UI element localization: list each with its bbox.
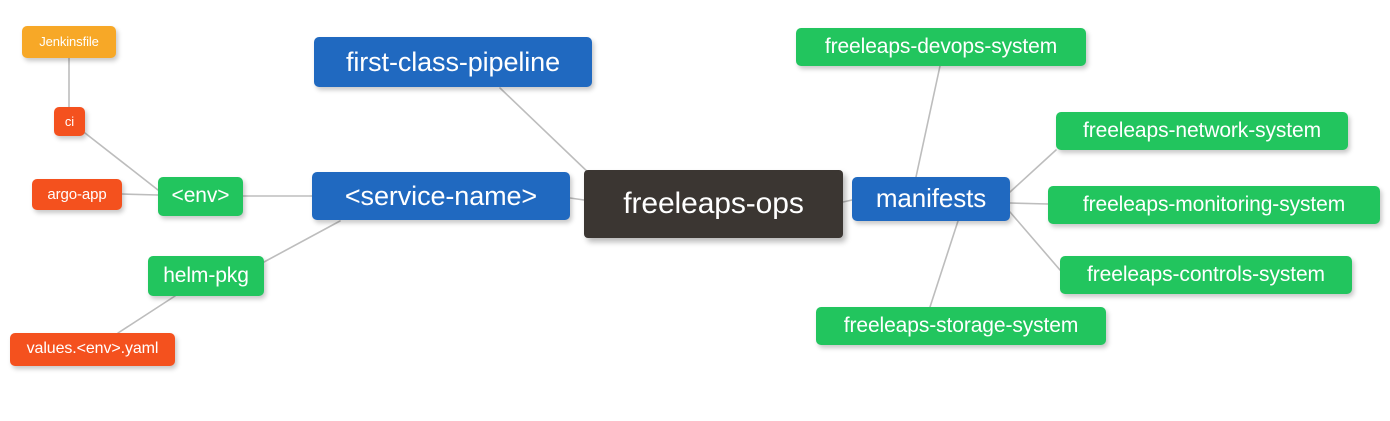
mindmap-node-freeleaps-ops[interactable]: freeleaps-ops xyxy=(584,170,843,238)
mindmap-node-label: <service-name> xyxy=(344,180,538,211)
edge-manifests-to-devops-system xyxy=(915,65,941,178)
mindmap-node-jenkinsfile[interactable]: Jenkinsfile xyxy=(22,26,116,58)
mindmap-node-devops-system[interactable]: freeleaps-devops-system xyxy=(796,28,1086,66)
mindmap-node-label: freeleaps-monitoring-system xyxy=(1082,192,1346,216)
edge-freeleaps-ops-to-manifests xyxy=(842,199,853,203)
edge-freeleaps-ops-to-service-name xyxy=(569,197,585,201)
edge-manifests-to-monitoring-system xyxy=(1009,202,1049,205)
mindmap-node-label: freeleaps-ops xyxy=(623,187,804,221)
edge-env-to-argo-app xyxy=(121,193,159,196)
mindmap-node-service-name[interactable]: <service-name> xyxy=(312,172,570,220)
mindmap-node-label: freeleaps-network-system xyxy=(1082,118,1321,142)
mindmap-node-label: argo-app xyxy=(47,185,107,203)
edge-service-name-to-helm-pkg xyxy=(263,220,341,263)
mindmap-node-manifests[interactable]: manifests xyxy=(852,177,1010,221)
mindmap-node-helm-pkg[interactable]: helm-pkg xyxy=(148,256,264,296)
mindmap-node-env[interactable]: <env> xyxy=(158,177,243,216)
mindmap-node-network-system[interactable]: freeleaps-network-system xyxy=(1056,112,1348,150)
mindmap-node-label: ci xyxy=(64,113,75,129)
mindmap-node-label: Jenkinsfile xyxy=(39,34,99,50)
edge-helm-pkg-to-values-env-yaml xyxy=(117,295,176,334)
mindmap-node-controls-system[interactable]: freeleaps-controls-system xyxy=(1060,256,1352,294)
mindmap-node-label: values.<env>.yaml xyxy=(26,340,159,358)
mindmap-node-argo-app[interactable]: argo-app xyxy=(32,179,122,210)
mindmap-node-label: freeleaps-devops-system xyxy=(824,34,1058,58)
edge-manifests-to-storage-system xyxy=(929,220,959,308)
mindmap-node-label: <env> xyxy=(171,184,230,208)
mindmap-node-monitoring-system[interactable]: freeleaps-monitoring-system xyxy=(1048,186,1380,224)
mindmap-node-label: first-class-pipeline xyxy=(345,46,561,77)
mindmap-node-first-class-pipeline[interactable]: first-class-pipeline xyxy=(314,37,592,87)
mindmap-node-storage-system[interactable]: freeleaps-storage-system xyxy=(816,307,1106,345)
mindmap-node-label: manifests xyxy=(875,183,987,214)
edge-freeleaps-ops-to-first-class-pipeline xyxy=(499,87,593,177)
mindmap-node-values-env-yaml[interactable]: values.<env>.yaml xyxy=(10,333,175,366)
mindmap-node-label: freeleaps-controls-system xyxy=(1087,262,1325,286)
mindmap-node-label: freeleaps-storage-system xyxy=(843,313,1079,337)
mindmap-node-ci[interactable]: ci xyxy=(54,107,85,136)
mindmap-node-label: helm-pkg xyxy=(163,263,249,287)
edge-manifests-to-network-system xyxy=(1009,149,1057,193)
